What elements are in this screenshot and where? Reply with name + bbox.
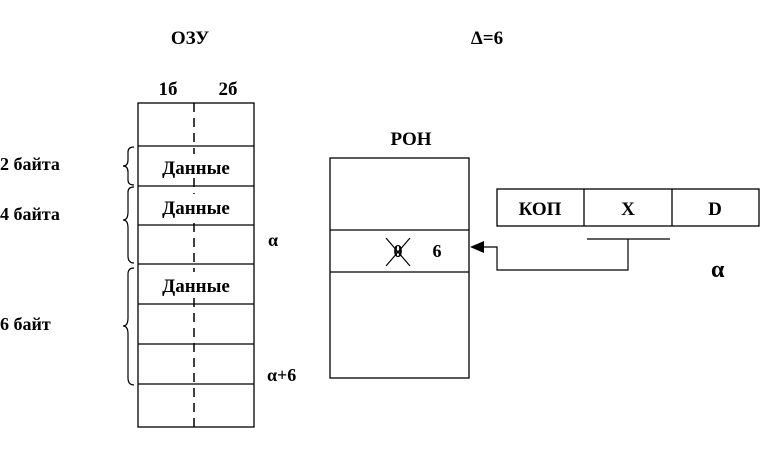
brace-2-bytes (122, 146, 135, 186)
instruction-field-d: D (708, 199, 722, 220)
ram-cell-data-1: Данные (162, 158, 230, 179)
side-label-2-bytes: 2 байта (0, 154, 60, 174)
address-label-alpha-plus-6: α+6 (267, 365, 296, 385)
ron-new-value: 6 (433, 241, 442, 261)
ram-col-header-2: 2б (219, 79, 238, 100)
ron-title: РОН (390, 129, 431, 150)
ram-col-header-1: 1б (159, 79, 178, 100)
ron-old-value: 0 (394, 241, 403, 261)
ram-title: ОЗУ (171, 28, 209, 49)
address-label-alpha: α (268, 230, 278, 250)
delta-label: Δ=6 (471, 28, 503, 49)
instruction-alpha-label: α (711, 257, 725, 283)
instruction-field-x: X (621, 199, 635, 220)
ron-register-block (329, 157, 470, 379)
instruction-field-kop: КОП (519, 199, 562, 220)
ram-cell-data-3: Данные (162, 276, 230, 297)
brace-group (122, 146, 135, 386)
ram-memory-block (137, 102, 255, 428)
strikethrough-x-icon (385, 237, 411, 267)
brace-6-bytes (122, 267, 135, 386)
instruction-format (496, 188, 760, 227)
x-field-connector (481, 238, 670, 271)
side-label-6-bytes: 6 байт (0, 314, 51, 334)
ram-cell-data-2: Данные (162, 198, 230, 219)
brace-4-bytes (122, 186, 135, 264)
arrow-head-icon (470, 241, 484, 253)
side-label-4-bytes: 4 байта (0, 204, 60, 224)
